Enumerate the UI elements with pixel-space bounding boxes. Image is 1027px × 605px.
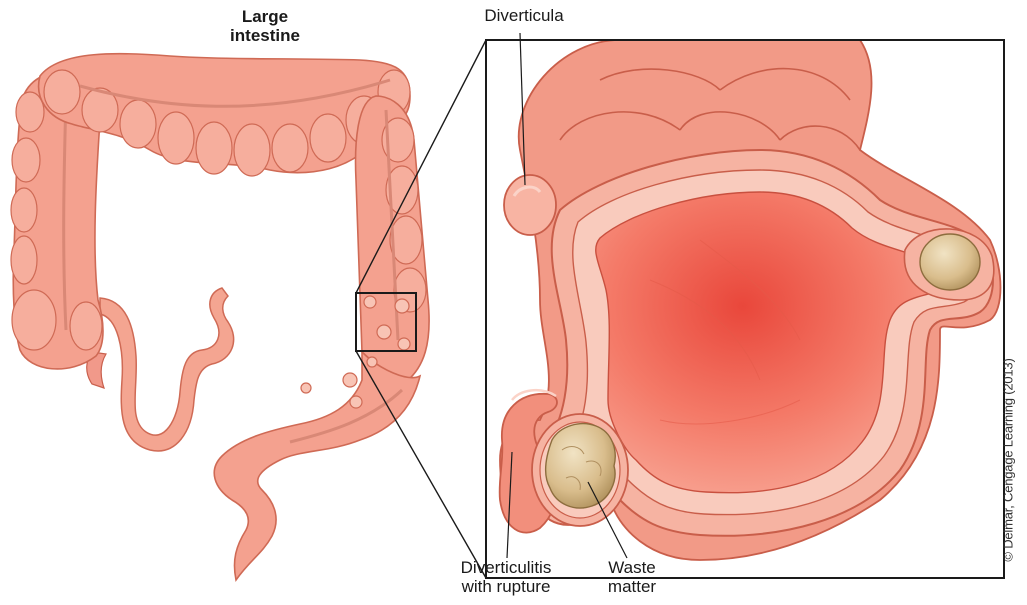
label-waste-line2: matter — [592, 577, 672, 596]
label-large-intestine: Large intestine — [205, 7, 325, 45]
label-large-intestine-line1: Large — [205, 7, 325, 26]
label-waste-line1: Waste — [592, 558, 672, 577]
sigmoid-colon — [214, 352, 420, 580]
label-large-intestine-line2: intestine — [205, 26, 325, 45]
label-diverticula: Diverticula — [464, 6, 584, 25]
label-diverticulitis-with-rupture: Diverticulitis with rupture — [441, 558, 571, 596]
small-intestine — [100, 288, 234, 451]
label-diverticulitis-line2: with rupture — [441, 577, 571, 596]
large-intestine-overview — [11, 54, 429, 580]
diverticulum-pouch — [504, 175, 556, 235]
waste-matter-right — [920, 234, 980, 290]
waste-pouch-left — [532, 414, 628, 526]
label-diverticulitis-line1: Diverticulitis — [441, 558, 571, 577]
label-waste-matter: Waste matter — [592, 558, 672, 596]
waste-matter-left — [546, 424, 616, 508]
magnified-view — [486, 40, 1004, 578]
copyright-text: © Delmar, Cengage Learning (2013) — [1001, 358, 1016, 561]
